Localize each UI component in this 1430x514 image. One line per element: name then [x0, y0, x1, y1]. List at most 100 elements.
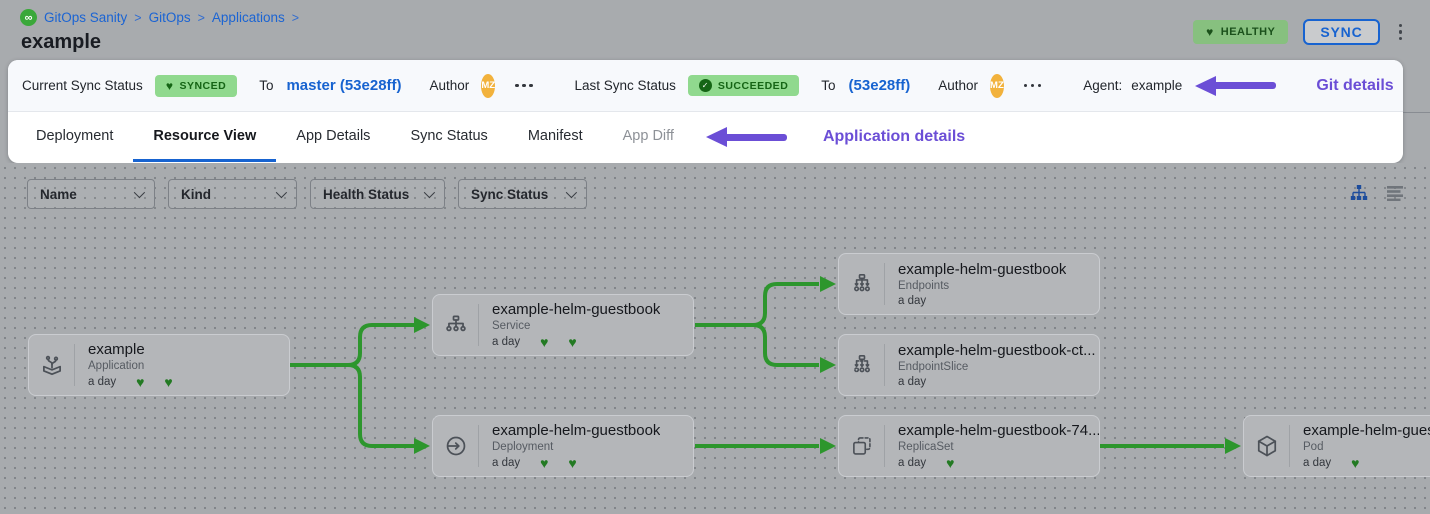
node-kind: ReplicaSet	[898, 441, 954, 453]
node-name: example-helm-guestbook-ct...	[898, 342, 1096, 359]
author-label: Author	[938, 78, 979, 93]
node-divider	[1289, 425, 1290, 467]
app-details-card: Current Sync Status ♥ SYNCED To master (…	[8, 60, 1403, 163]
sync-status-bar: Current Sync Status ♥ SYNCED To master (…	[8, 60, 1403, 112]
heart-icon: ♥	[1206, 25, 1214, 39]
last-sync-status-label: Last Sync Status	[574, 78, 676, 93]
view-toggles	[1350, 184, 1404, 202]
deployment-icon	[433, 433, 478, 459]
tab-manifest[interactable]: Manifest	[527, 127, 583, 144]
breadcrumb-link-applications[interactable]: Applications	[211, 10, 285, 25]
node-name: example-helm-guestbook	[492, 301, 661, 318]
health-hearts-icon: ♥ ♥	[540, 334, 577, 349]
chevron-down-icon	[133, 186, 146, 199]
author-avatar[interactable]: MZ	[990, 73, 1004, 98]
header-actions: ♥ HEALTHY SYNC	[1193, 19, 1406, 45]
breadcrumb-separator: >	[134, 10, 142, 25]
node-divider	[478, 304, 479, 346]
git-details-arrow	[1195, 75, 1277, 96]
application-details-arrow	[705, 127, 787, 147]
node-age: a day	[898, 376, 927, 388]
current-sync-status-label: Current Sync Status	[22, 78, 143, 93]
breadcrumb-link-gitops-sanity[interactable]: GitOps Sanity	[44, 10, 128, 25]
chevron-down-icon	[275, 186, 288, 199]
tab-app-diff[interactable]: App Diff	[622, 127, 674, 144]
last-commit-link[interactable]: (53e28ff)	[848, 77, 911, 94]
node-name: example-helm-guest	[1303, 422, 1430, 439]
node-name: example-helm-guestbook	[492, 422, 661, 439]
node-name: example	[88, 341, 145, 358]
more-options-icon[interactable]	[513, 80, 535, 92]
health-hearts-icon: ♥	[946, 455, 955, 470]
breadcrumb-separator: >	[197, 10, 205, 25]
tab-resource-view[interactable]: Resource View	[133, 112, 277, 162]
health-hearts-icon: ♥ ♥	[136, 374, 173, 389]
node-divider	[74, 344, 75, 386]
filter-label: Name	[40, 186, 77, 202]
health-hearts-icon: ♥	[1351, 455, 1360, 470]
health-badge-label: HEALTHY	[1220, 26, 1276, 38]
author-label: Author	[429, 78, 470, 93]
node-name: example-helm-guestbook	[898, 261, 1067, 278]
endpoints-icon	[839, 271, 884, 297]
top-header: ∞ GitOps Sanity > GitOps > Applications …	[0, 0, 1430, 60]
to-label: To	[259, 78, 274, 93]
breadcrumb-link-gitops[interactable]: GitOps	[148, 10, 191, 25]
replicaset-icon	[839, 433, 884, 459]
node-pod[interactable]: example-helm-guest Pod a day ♥	[1243, 415, 1430, 477]
author-avatar[interactable]: MZ	[481, 73, 496, 98]
application-details-annotation: Application details	[822, 128, 966, 145]
succeeded-badge-label: SUCCEEDED	[717, 79, 789, 92]
health-hearts-icon: ♥ ♥	[540, 455, 577, 470]
filter-name[interactable]: Name	[27, 179, 155, 209]
list-view-icon[interactable]	[1386, 185, 1404, 201]
node-divider	[884, 425, 885, 467]
node-name: example-helm-guestbook-74...	[898, 422, 1099, 439]
tab-app-details[interactable]: App Details	[296, 127, 371, 144]
chevron-down-icon	[565, 186, 578, 199]
filter-health-status[interactable]: Health Status	[310, 179, 445, 209]
check-circle-icon: ✓	[698, 79, 712, 92]
node-deployment[interactable]: example-helm-guestbook Deployment a day …	[432, 415, 694, 477]
chevron-down-icon	[423, 186, 436, 199]
application-icon	[29, 352, 74, 378]
node-kind: Pod	[1303, 441, 1324, 453]
current-commit-link[interactable]: master (53e28ff)	[286, 77, 402, 94]
tab-deployment[interactable]: Deployment	[36, 127, 114, 144]
node-divider	[478, 425, 479, 467]
node-service[interactable]: example-helm-guestbook Service a day ♥ ♥	[432, 294, 694, 356]
filter-bar: Name Kind Health Status Sync Status	[27, 179, 587, 209]
breadcrumb: ∞ GitOps Sanity > GitOps > Applications …	[20, 9, 299, 26]
node-kind: Service	[492, 320, 531, 332]
node-age: a day	[898, 295, 927, 307]
breadcrumb-separator: >	[291, 10, 300, 25]
divider-line	[1403, 112, 1430, 113]
node-age: a day	[88, 376, 117, 388]
node-endpoints[interactable]: example-helm-guestbook Endpoints a day	[838, 253, 1100, 315]
health-status-badge: ♥ HEALTHY	[1193, 20, 1289, 44]
node-age: a day	[492, 336, 521, 348]
kebab-menu-icon[interactable]	[1395, 21, 1407, 44]
more-options-icon[interactable]	[1022, 80, 1044, 92]
filter-label: Kind	[181, 186, 211, 202]
filter-sync-status[interactable]: Sync Status	[458, 179, 587, 209]
synced-badge: ♥ SYNCED	[154, 74, 238, 97]
sync-button[interactable]: SYNC	[1303, 19, 1380, 45]
node-endpointslice[interactable]: example-helm-guestbook-ct... EndpointSli…	[838, 334, 1100, 396]
agent-value: example	[1131, 78, 1183, 93]
tab-bar: Deployment Resource View App Details Syn…	[8, 112, 1403, 162]
filter-label: Health Status	[323, 186, 410, 202]
page-title: example	[21, 31, 102, 53]
filter-label: Sync Status	[471, 186, 549, 202]
node-kind: Application	[88, 360, 145, 372]
node-divider	[884, 344, 885, 386]
pod-icon	[1244, 433, 1289, 459]
node-divider	[884, 263, 885, 305]
node-age: a day	[1303, 457, 1332, 469]
tab-sync-status[interactable]: Sync Status	[410, 127, 488, 144]
tree-view-icon[interactable]	[1350, 184, 1368, 202]
filter-kind[interactable]: Kind	[168, 179, 297, 209]
node-application[interactable]: example Application a day ♥ ♥	[28, 334, 290, 396]
node-replicaset[interactable]: example-helm-guestbook-74... ReplicaSet …	[838, 415, 1100, 477]
service-icon	[433, 312, 478, 338]
